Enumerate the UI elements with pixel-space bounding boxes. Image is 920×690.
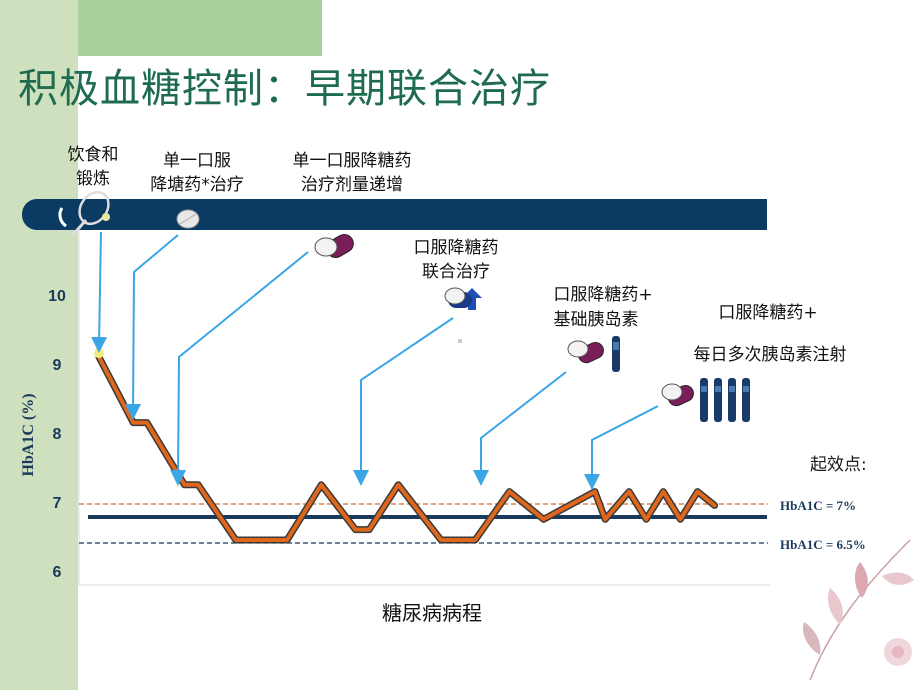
curve-start-dot bbox=[94, 348, 104, 359]
y-tick-label: 9 bbox=[53, 357, 62, 374]
annotation-diet-line2: 锻炼 bbox=[76, 169, 110, 189]
arrow-dose-increase bbox=[170, 251, 309, 486]
left-decor-band bbox=[0, 0, 78, 690]
y-tick-label: 7 bbox=[53, 495, 62, 512]
arrow-diet bbox=[91, 231, 108, 353]
arrow-monotherapy bbox=[125, 234, 179, 420]
treatment-timeline-bar bbox=[22, 199, 767, 230]
hba1c-curve bbox=[97, 355, 717, 542]
annotation-basal-line2: 基础胰岛素 bbox=[554, 310, 639, 330]
dot-mark bbox=[458, 339, 462, 343]
annotation-multi-line1: 口服降糖药+ bbox=[718, 303, 817, 323]
annotation-combo-line1: 口服降糖药 bbox=[414, 238, 499, 258]
annotation-dose-line1: 单一口服降糖药 bbox=[293, 151, 412, 171]
tennis-racket-icon bbox=[58, 190, 110, 237]
onset-label: 起效点: bbox=[810, 455, 867, 475]
x-axis-label: 糖尿病病程 bbox=[382, 601, 482, 625]
slide-title: 积极血糖控制：早期联合治疗 bbox=[18, 66, 551, 112]
arrow-basal-insulin bbox=[473, 371, 567, 486]
pill-capsule-icon bbox=[314, 234, 354, 258]
ref-label-7: HbA1C = 7% bbox=[780, 498, 856, 513]
annotation-basal-line1: 口服降糖药+ bbox=[553, 285, 652, 305]
pill-up-arrow-icon bbox=[444, 287, 482, 310]
hba1c-curve-outline bbox=[95, 353, 719, 544]
annotation-mono-line2: 降塘药*治疗 bbox=[150, 175, 244, 195]
arrow-combination bbox=[353, 317, 454, 486]
annotation-diet-line1: 饮食和 bbox=[68, 145, 119, 165]
y-axis-label: HbA1C (%) bbox=[20, 393, 37, 476]
annotation-mono-line1: 单一口服 bbox=[163, 151, 231, 171]
y-tick-label: 10 bbox=[48, 288, 66, 305]
pill-icon bbox=[176, 209, 200, 229]
floral-decoration bbox=[802, 539, 914, 681]
y-tick-label: 8 bbox=[53, 426, 62, 443]
pill-pen-icon bbox=[567, 336, 620, 372]
annotation-combo-line2: 联合治疗 bbox=[422, 262, 490, 282]
arrow-multi-insulin bbox=[584, 405, 659, 490]
y-tick-label: 6 bbox=[53, 564, 62, 581]
annotation-dose-line2: 治疗剂量递增 bbox=[301, 175, 403, 195]
top-decor-block bbox=[78, 0, 322, 56]
annotation-multi-line2: 每日多次胰岛素注射 bbox=[694, 345, 847, 365]
pill-multi-pen-icon bbox=[661, 378, 750, 422]
ref-label-6-5: HbA1C = 6.5% bbox=[780, 537, 866, 552]
